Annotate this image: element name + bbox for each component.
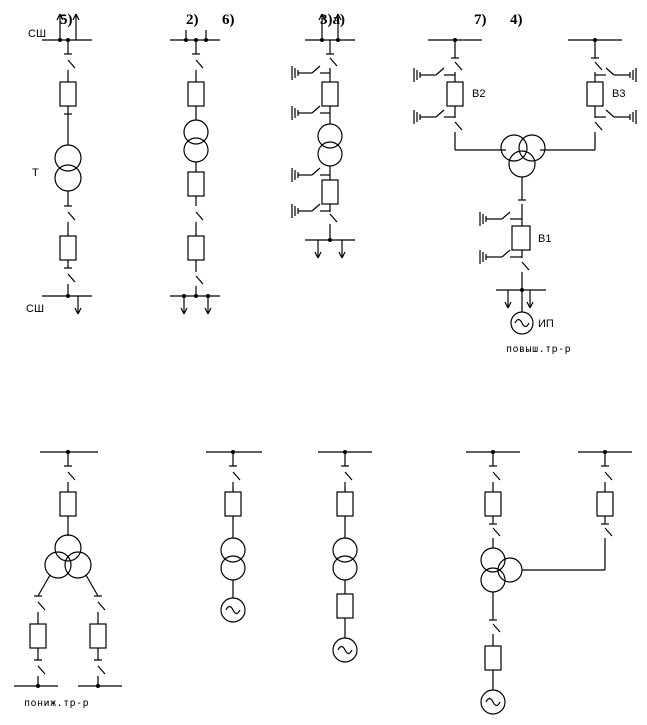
- label-b3: B3: [612, 88, 625, 100]
- label-b1: B1: [538, 233, 551, 245]
- label-sh-top: СШ: [28, 28, 46, 40]
- scheme-bottom-1: [14, 450, 122, 688]
- scheme-bottom-2: [206, 450, 262, 623]
- scheme-bottom-4: [466, 450, 632, 715]
- label-6: 6): [222, 12, 235, 28]
- scheme-bottom-3: [318, 450, 372, 663]
- scheme-top-1: [42, 13, 92, 315]
- scheme-top-4: [413, 38, 637, 335]
- scheme-top-2: [170, 30, 220, 315]
- label-step-down: пониж.тр-р: [24, 698, 89, 709]
- label-t: Т: [32, 167, 39, 179]
- label-2: 2): [186, 12, 199, 28]
- label-b2: B2: [472, 88, 485, 100]
- label-7: 7): [474, 12, 487, 28]
- scheme-top-3: [291, 13, 355, 259]
- label-sh-bottom: СШ: [26, 303, 44, 315]
- label-3a: 3)a): [320, 12, 345, 28]
- label-ip: ИП: [538, 318, 554, 330]
- label-5: 5): [60, 12, 73, 28]
- label-4: 4): [510, 12, 523, 28]
- label-step-up: повыш.тр-р: [506, 344, 571, 355]
